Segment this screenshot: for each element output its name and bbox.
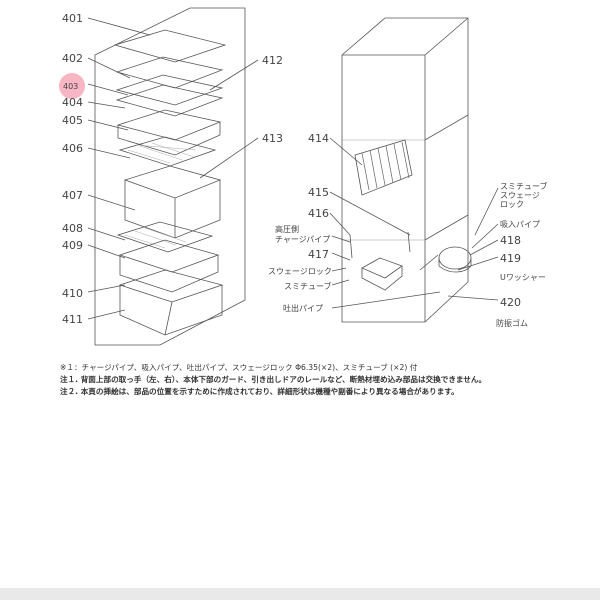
tray-406	[118, 136, 217, 167]
part-413: 413	[262, 132, 283, 145]
label-swage-lock: スウェージロック	[268, 267, 332, 276]
part-416: 416	[308, 207, 329, 220]
parts-diagram: 401 402 403 404 405 406 407 408 409 410 …	[59, 7, 548, 346]
fridge-outline	[341, 17, 469, 323]
compressor-418	[438, 246, 472, 270]
label-smi-swage-3: ロック	[500, 200, 524, 209]
part-420: 420	[500, 296, 521, 309]
label-u-washer: Uワッシャー	[500, 273, 546, 282]
label-suction-pipe: 吸入パイプ	[500, 220, 540, 229]
label-discharge-pipe: 吐出パイプ	[283, 303, 323, 313]
part-410: 410	[62, 287, 83, 300]
part-414: 414	[308, 132, 329, 145]
part-408: 408	[62, 222, 83, 235]
drawer-408	[116, 221, 214, 253]
part-403[interactable]: 403	[63, 82, 78, 91]
label-charge-high: 高圧側	[275, 224, 299, 234]
condenser-414	[354, 139, 413, 196]
part-412: 412	[262, 54, 283, 67]
shelf-401	[113, 29, 227, 63]
part-404: 404	[62, 96, 83, 109]
shelf-403	[115, 74, 224, 106]
footer-bar	[0, 588, 600, 600]
part-401: 401	[62, 12, 83, 25]
part-419: 419	[500, 252, 521, 265]
shelf-402	[115, 56, 224, 89]
part-407: 407	[62, 189, 83, 202]
part-406: 406	[62, 142, 83, 155]
part-415: 415	[308, 186, 329, 199]
drawer-409	[118, 239, 220, 273]
label-smi-swage-1: スミチューブ	[500, 181, 548, 191]
note-2: 注２. 本頁の挿絵は、部品の位置を示すために作成されており、詳細形状は機種や副番…	[60, 387, 459, 396]
label-vibration-rubber: 防振ゴム	[496, 318, 528, 328]
note-star: ※１：チャージパイプ、吸入パイプ、吐出パイプ、スウェージロック Φ6.35(×2…	[60, 363, 418, 372]
part-405: 405	[62, 114, 83, 127]
label-smi-swage-2: スウェージ	[500, 191, 540, 200]
part-418: 418	[500, 234, 521, 247]
drawer-411	[118, 269, 224, 303]
part-409: 409	[62, 239, 83, 252]
left-cabinet-outline	[94, 7, 246, 346]
label-charge-pipe: チャージパイプ	[275, 235, 330, 244]
notes-block: ※１：チャージパイプ、吸入パイプ、吐出パイプ、スウェージロック Φ6.35(×2…	[60, 362, 595, 398]
part-402: 402	[62, 52, 83, 65]
evap-tray-417	[361, 257, 403, 279]
label-smi-tube: スミチューブ	[284, 281, 332, 291]
part-411: 411	[62, 313, 83, 326]
highlight-403	[59, 73, 85, 99]
drawer-407	[123, 165, 222, 199]
part-417: 417	[308, 248, 329, 261]
note-1: 注１. 背面上部の取っ手（左、右）、本体下部のガード、引き出しドアのレールなど、…	[60, 375, 487, 384]
